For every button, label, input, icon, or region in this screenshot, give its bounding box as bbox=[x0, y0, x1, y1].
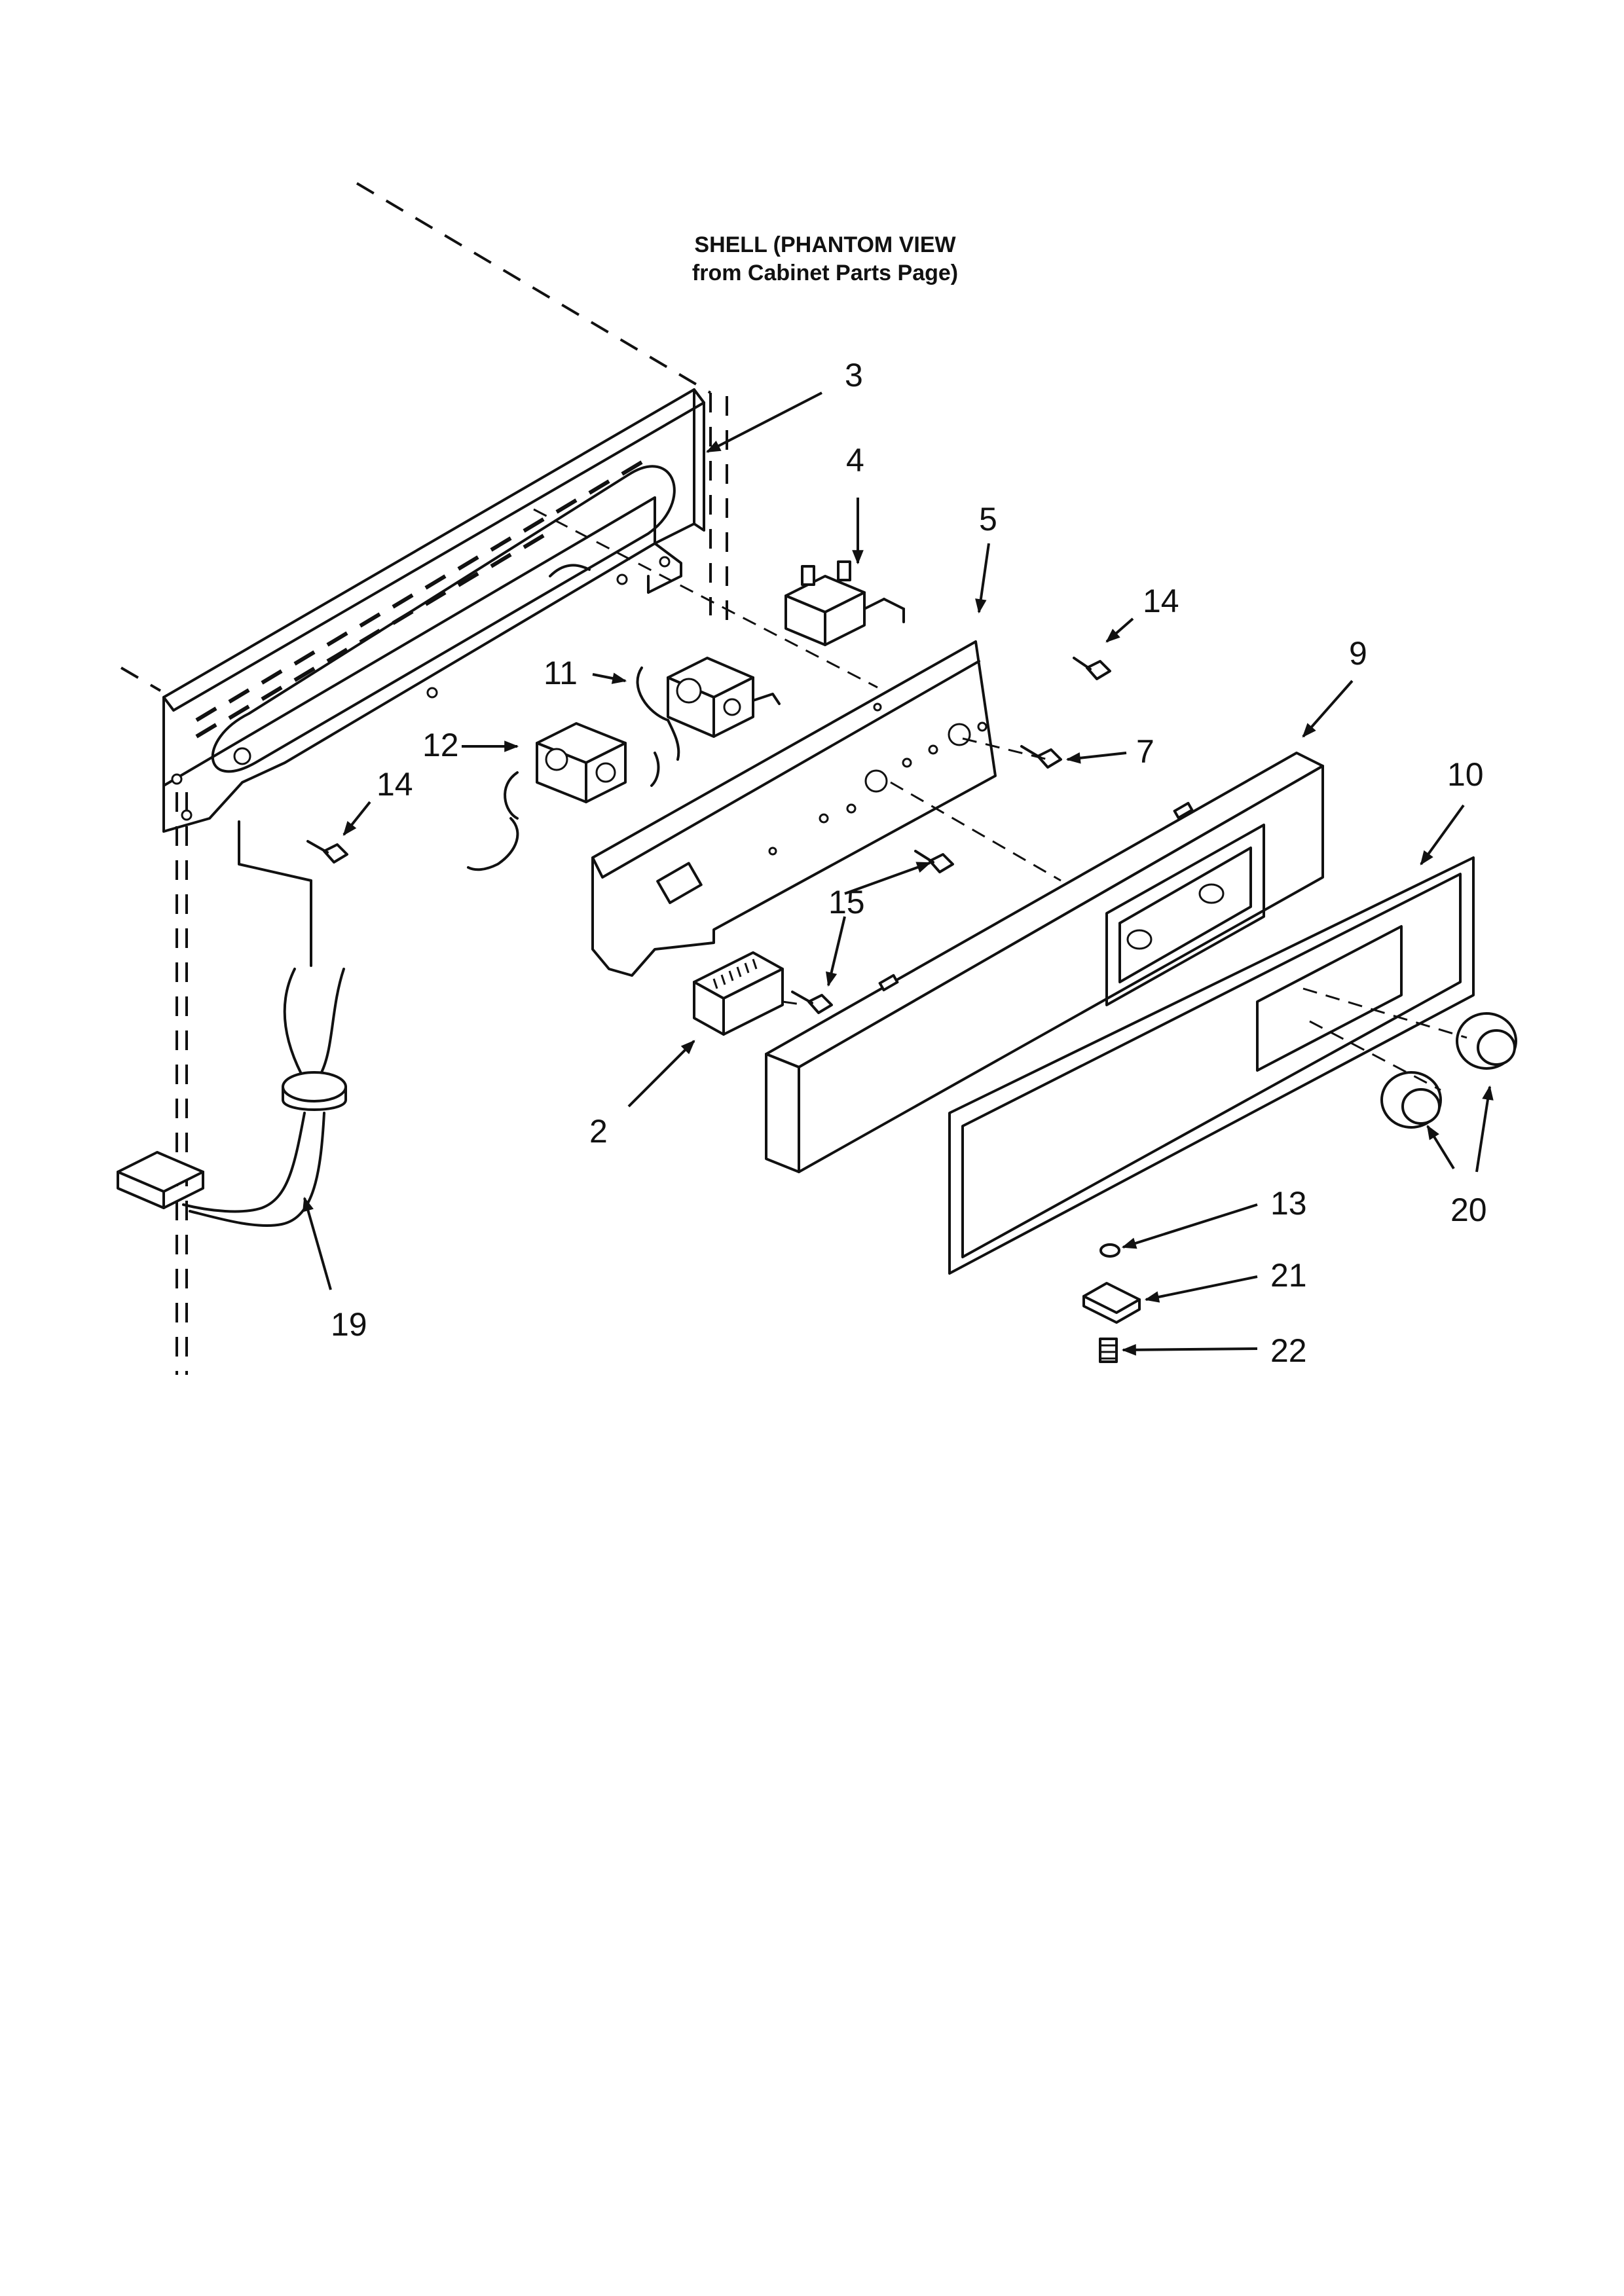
shell-caption-line2: from Cabinet Parts Page) bbox=[692, 261, 958, 285]
vent-slots bbox=[195, 460, 643, 738]
part-13-washer bbox=[1099, 1243, 1120, 1258]
callout-5: 5 bbox=[979, 501, 997, 538]
callout-15: 15 bbox=[828, 884, 865, 920]
callout-14-lower: 14 bbox=[377, 766, 413, 803]
terminal-teeth bbox=[712, 958, 758, 989]
callout-19: 19 bbox=[331, 1306, 367, 1343]
callout-20: 20 bbox=[1450, 1192, 1487, 1228]
part-12-control bbox=[467, 722, 660, 871]
part-15-screw-lower bbox=[791, 991, 833, 1014]
callout-4: 4 bbox=[846, 442, 864, 479]
part-22-screw bbox=[1099, 1338, 1118, 1363]
part-15-screw-upper bbox=[914, 850, 954, 873]
callout-10: 10 bbox=[1447, 756, 1484, 793]
shell-phantom-outline bbox=[120, 182, 728, 1375]
callout-14-upper: 14 bbox=[1143, 583, 1179, 619]
callout-12: 12 bbox=[422, 727, 459, 763]
callout-9: 9 bbox=[1349, 635, 1367, 672]
part-3-panel-support bbox=[162, 388, 705, 833]
part-21-clip bbox=[1082, 1282, 1141, 1324]
part-4-switch bbox=[784, 560, 905, 646]
part-19-wire-harness bbox=[117, 820, 347, 1227]
leader-arrows bbox=[302, 392, 1494, 1356]
callout-13: 13 bbox=[1270, 1185, 1307, 1222]
part-20-knob-lower bbox=[1380, 1071, 1442, 1129]
part-14-screw-upper bbox=[1073, 657, 1111, 680]
part-2-terminal-block bbox=[693, 951, 784, 1036]
alignment-lines bbox=[533, 508, 1467, 1091]
part-11-control bbox=[636, 657, 781, 761]
part-20-knob-upper bbox=[1456, 1012, 1517, 1070]
part-10-overlay-frame bbox=[948, 856, 1475, 1275]
shell-caption-line1: SHELL (PHANTOM VIEW bbox=[694, 232, 956, 257]
callout-21: 21 bbox=[1270, 1257, 1307, 1294]
callout-2: 2 bbox=[589, 1113, 608, 1150]
part-14-screw-lower bbox=[306, 840, 348, 864]
part-5-control-bracket bbox=[591, 640, 997, 977]
callout-11: 11 bbox=[544, 655, 578, 691]
callout-3: 3 bbox=[845, 357, 863, 393]
callout-7: 7 bbox=[1136, 733, 1154, 770]
callout-22: 22 bbox=[1270, 1332, 1307, 1369]
part-9-control-panel bbox=[765, 752, 1324, 1173]
